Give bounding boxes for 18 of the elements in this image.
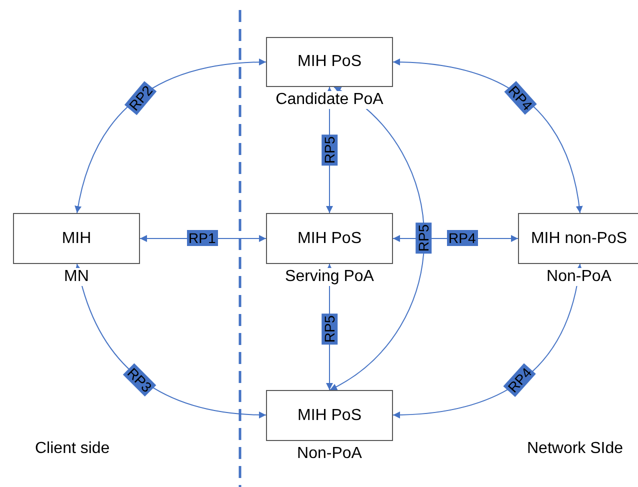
- node-label: MIH non-PoS: [530, 230, 628, 248]
- edge-label: RP1: [186, 230, 218, 246]
- node-label: MIH PoS: [297, 406, 362, 424]
- edge-label: RP4: [446, 230, 478, 246]
- edge-label: RP5: [322, 313, 338, 345]
- side-label: Client side: [35, 440, 110, 458]
- node-label: MIH PoS: [297, 53, 362, 71]
- node-caption: Serving PoA: [283, 268, 376, 286]
- edge-label: RP5: [415, 222, 432, 254]
- connector-arrow: [392, 58, 582, 214]
- node-caption: MN: [62, 268, 91, 286]
- connector-arrow: [74, 58, 266, 214]
- edge-label: RP5: [321, 134, 338, 166]
- node-caption: Non-PoA: [544, 268, 614, 286]
- node-label: MIH: [62, 230, 92, 248]
- side-label: Network SIde: [527, 440, 624, 458]
- node-label: MIH PoS: [297, 230, 362, 248]
- node-caption: Candidate PoA: [274, 91, 386, 109]
